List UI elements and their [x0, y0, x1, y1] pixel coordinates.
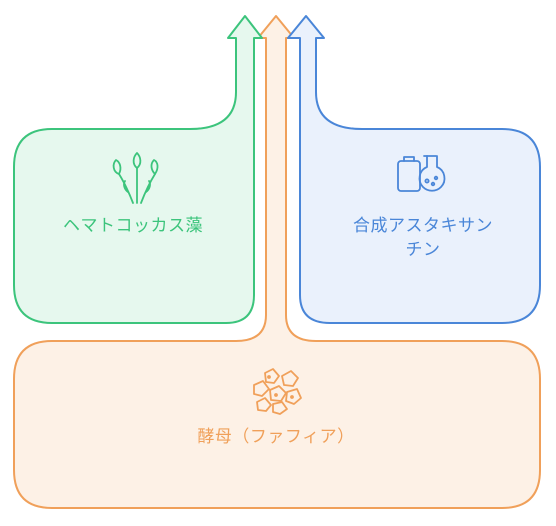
blue-source-label-line-1: 合成アスタキサン [353, 216, 493, 236]
blue-source-label: 合成アスタキサン チン [310, 214, 536, 262]
green-source-box [13, 15, 263, 324]
flask-clipboard-icon [397, 155, 446, 192]
green-source-label: ヘマトコッカス藻 [63, 216, 203, 236]
blue-source-box [287, 15, 541, 324]
yeast-cells-icon [253, 368, 302, 415]
blue-source-label-line-2: チン [405, 240, 441, 260]
orange-source-label: 酵母（ファフィア） [197, 427, 355, 447]
plant-sprout-icon [112, 152, 159, 204]
